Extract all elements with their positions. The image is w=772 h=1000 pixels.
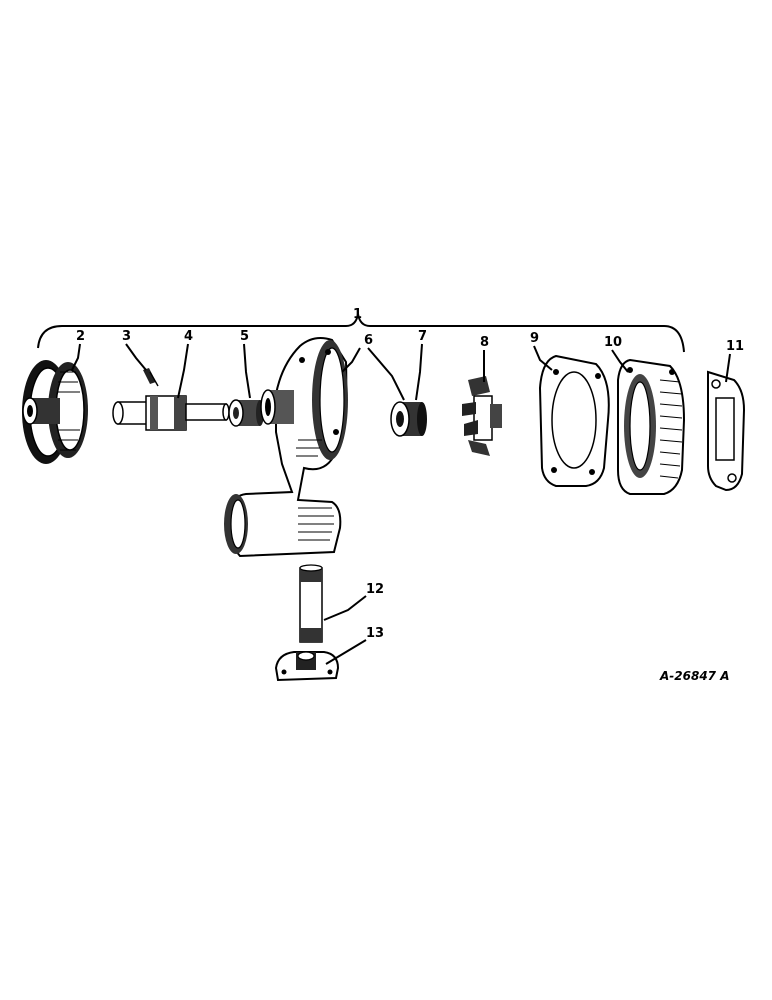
callout-10: 10: [604, 335, 622, 350]
part-key: [143, 368, 159, 387]
assembly-bracket: [37, 313, 685, 353]
callout-11: 11: [726, 339, 744, 354]
callout-labels: 1 2 3 4 5 6 7 8 9 10 11 12 13: [76, 307, 744, 641]
part-seal: [228, 399, 264, 427]
callout-8: 8: [480, 335, 489, 350]
part-outlet-gasket: [707, 370, 746, 492]
part-impeller: [462, 376, 502, 456]
part-shaft-bearing: [112, 395, 230, 431]
part-pump-cover: [617, 358, 686, 495]
part-pulley: [22, 360, 88, 464]
part-bearing: [390, 401, 427, 437]
callout-12: 12: [366, 582, 384, 597]
part-tube: [299, 564, 323, 643]
callout-6: 6: [364, 333, 373, 348]
callout-7: 7: [418, 329, 427, 344]
callout-1: 1: [353, 307, 362, 322]
leader-lines: [71, 343, 731, 665]
part-elbow-fitting: [274, 651, 340, 682]
callout-2: 2: [76, 329, 85, 344]
part-gasket: [538, 354, 610, 487]
callout-5: 5: [240, 329, 249, 344]
part-pump-body: [224, 337, 348, 558]
drawing-number: A-26847 A: [659, 669, 729, 683]
callout-3: 3: [122, 329, 131, 344]
callout-9: 9: [530, 331, 539, 346]
callout-4: 4: [184, 329, 193, 344]
callout-13: 13: [366, 626, 384, 641]
